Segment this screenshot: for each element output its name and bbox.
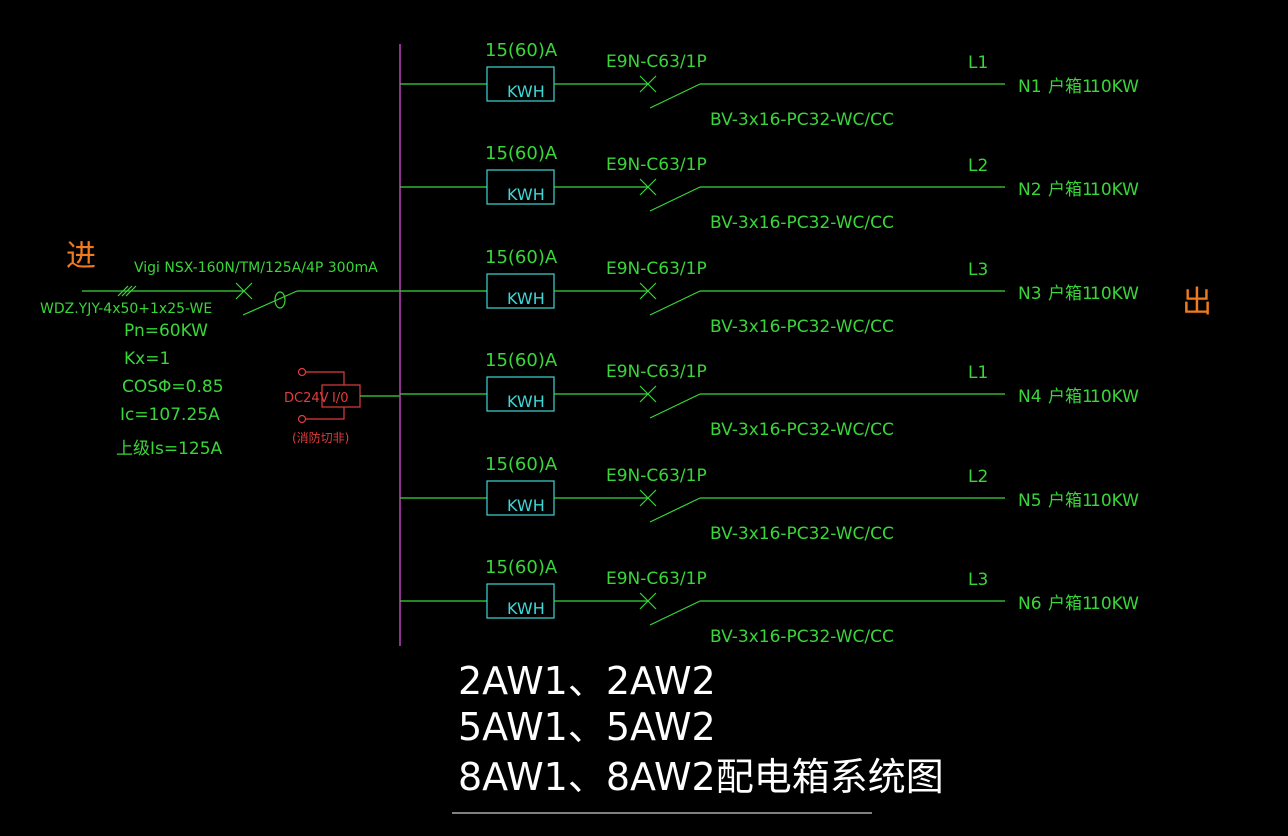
kwh-meter-label: KWH [507, 82, 545, 101]
kwh-meter-label: KWH [507, 392, 545, 411]
control-wire-bottom [306, 407, 345, 420]
outgoing-label: 出 [1182, 285, 1212, 320]
meter-rating: 15(60)A [485, 350, 558, 371]
breaker-contact [649, 497, 701, 523]
meter-rating: 15(60)A [485, 454, 558, 475]
incoming-cable-label: WDZ.YJY-4x50+1x25-WE [40, 301, 212, 317]
meter-rating: 15(60)A [485, 247, 558, 268]
main-breaker-label: Vigi NSX-160N/TM/125A/4P 300mA [134, 260, 378, 276]
branch-breaker-label: E9N-C63/1P [606, 569, 707, 589]
branch-cable-label: BV-3x16-PC32-WC/CC [710, 524, 894, 544]
load-name: 户箱1 [1048, 491, 1093, 511]
cable-slash-1 [117, 285, 129, 297]
circuit-id: N5 [1018, 491, 1042, 511]
breaker-contact [649, 290, 701, 316]
main-breaker-rcd-symbol [274, 291, 286, 309]
control-note: (消防切非) [292, 430, 349, 445]
main-breaker-cross-b [235, 282, 253, 300]
breaker-cross-b [639, 592, 657, 610]
kwh-meter-label: KWH [507, 496, 545, 515]
load-power: 10KW [1090, 387, 1139, 407]
title-line-3: 8AW1、8AW2配电箱系统图 [458, 755, 944, 799]
title-line-2: 5AW1、5AW2 [458, 705, 716, 749]
branch-breaker-label: E9N-C63/1P [606, 466, 707, 486]
control-wire-top [306, 371, 345, 385]
branch-breaker-label: E9N-C63/1P [606, 362, 707, 382]
meter-rating: 15(60)A [485, 40, 558, 61]
main-breaker-contact [242, 290, 298, 316]
branch-breaker-label: E9N-C63/1P [606, 259, 707, 279]
branch-cable-label: BV-3x16-PC32-WC/CC [710, 420, 894, 440]
title-line-1: 2AW1、2AW2 [458, 659, 716, 703]
breaker-cross-b [639, 75, 657, 93]
load-power: 10KW [1090, 491, 1139, 511]
branch-cable-label: BV-3x16-PC32-WC/CC [710, 110, 894, 130]
cable-slash-2 [121, 285, 133, 297]
kwh-meter-label: KWH [507, 289, 545, 308]
meter-rating: 15(60)A [485, 143, 558, 164]
load-power: 10KW [1090, 180, 1139, 200]
load-name: 户箱1 [1048, 284, 1093, 304]
breaker-cross-b [639, 178, 657, 196]
branch-breaker-label: E9N-C63/1P [606, 155, 707, 175]
io-module-label: I/0 [332, 391, 349, 406]
param-is: 上级Is=125A [116, 439, 223, 459]
load-power: 10KW [1090, 77, 1139, 97]
circuit-id: N1 [1018, 77, 1042, 97]
breaker-cross-b [639, 282, 657, 300]
cable-slash-3 [125, 285, 137, 297]
breaker-cross-b [639, 489, 657, 507]
branch-cable-label: BV-3x16-PC32-WC/CC [710, 317, 894, 337]
breaker-contact [649, 83, 701, 109]
param-pn: Pn=60KW [124, 321, 208, 341]
meter-rating: 15(60)A [485, 557, 558, 578]
control-terminal-top [297, 367, 307, 377]
breaker-contact [649, 393, 701, 419]
param-kx: Kx=1 [124, 349, 170, 369]
phase-label: L3 [968, 260, 988, 280]
kwh-meter-label: KWH [507, 185, 545, 204]
phase-label: L2 [968, 156, 988, 176]
load-name: 户箱1 [1048, 594, 1093, 614]
load-name: 户箱1 [1048, 77, 1093, 97]
kwh-meter-label: KWH [507, 599, 545, 618]
load-power: 10KW [1090, 594, 1139, 614]
phase-label: L3 [968, 570, 988, 590]
phase-label: L2 [968, 467, 988, 487]
circuit-id: N6 [1018, 594, 1042, 614]
circuit-id: N3 [1018, 284, 1042, 304]
breaker-cross-b [639, 385, 657, 403]
load-power: 10KW [1090, 284, 1139, 304]
incoming-label: 进 [66, 239, 96, 274]
branch-cable-label: BV-3x16-PC32-WC/CC [710, 627, 894, 647]
control-voltage-label: DC24V [284, 391, 329, 406]
phase-label: L1 [968, 53, 988, 73]
branch-breaker-label: E9N-C63/1P [606, 52, 707, 72]
branch-cable-label: BV-3x16-PC32-WC/CC [710, 213, 894, 233]
load-name: 户箱1 [1048, 387, 1093, 407]
breaker-contact [649, 186, 701, 212]
breaker-contact [649, 600, 701, 626]
param-cos: COSΦ=0.85 [122, 377, 224, 397]
load-name: 户箱1 [1048, 180, 1093, 200]
circuit-id: N4 [1018, 387, 1042, 407]
param-ic: Ic=107.25A [120, 405, 220, 425]
circuit-id: N2 [1018, 180, 1042, 200]
phase-label: L1 [968, 363, 988, 383]
control-terminal-bottom [297, 414, 307, 424]
